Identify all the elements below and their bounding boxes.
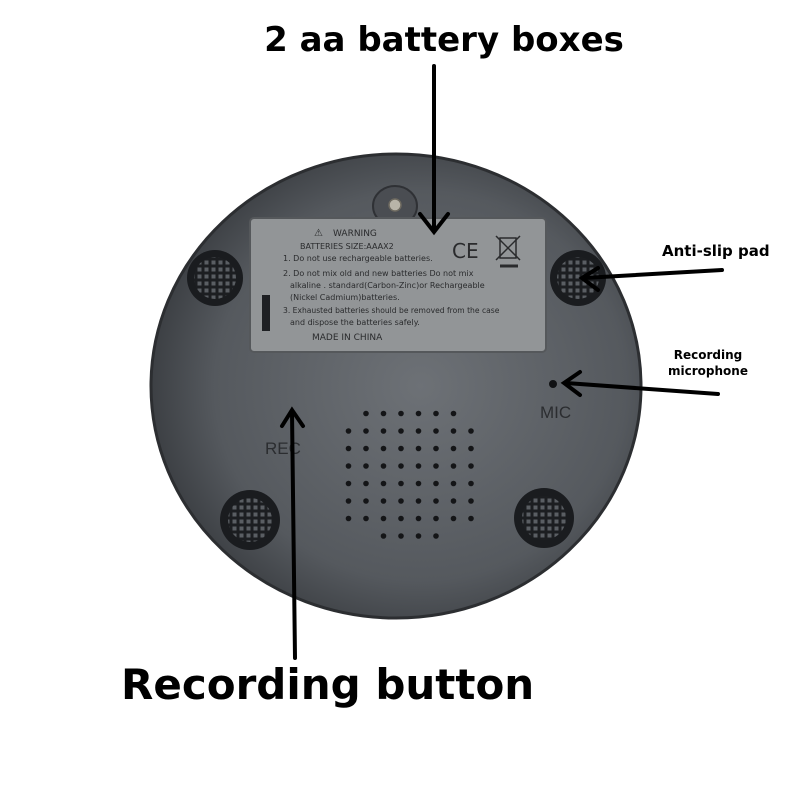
battery-size: BATTERIES SIZE:AAAX2 — [300, 242, 394, 251]
grille-hole — [398, 480, 404, 487]
grille-hole — [433, 445, 439, 452]
warning-line-3: alkaline . standard(Carbon-Zinc)or Recha… — [290, 281, 485, 290]
warning-triangle-icon: ⚠ — [314, 228, 323, 239]
caption-battery-boxes: 2 aa battery boxes — [264, 20, 624, 60]
grille-hole — [415, 428, 422, 434]
grille-hole — [380, 480, 387, 487]
grille-hole — [345, 515, 352, 522]
grille-hole — [450, 463, 457, 469]
caption-recording-button: Recording button — [121, 660, 535, 709]
grille-hole — [398, 445, 404, 452]
grille-hole — [450, 410, 457, 417]
grille-hole — [433, 498, 439, 504]
warning-line-2: 2. Do not mix old and new batteries Do n… — [283, 269, 474, 278]
grille-hole — [415, 410, 422, 417]
grille-hole — [415, 445, 422, 452]
grille-hole — [450, 480, 457, 487]
grille-hole — [468, 428, 474, 434]
weee-bin-icon — [495, 235, 521, 268]
grille-hole — [415, 498, 422, 504]
grille-hole — [398, 515, 404, 522]
grille-hole — [468, 480, 474, 487]
battery-cover — [249, 217, 547, 353]
warning-title: WARNING — [333, 229, 377, 239]
grille-hole — [380, 533, 387, 539]
grille-hole — [433, 533, 439, 539]
grille-hole — [433, 463, 439, 469]
grille-hole — [468, 445, 474, 452]
warning-line-4: (Nickel Cadmium)batteries. — [290, 293, 400, 302]
grille-hole — [468, 515, 474, 522]
mic-hole — [549, 380, 557, 388]
device-rim — [149, 152, 643, 620]
grille-hole — [380, 445, 387, 452]
speaker-grille — [345, 410, 474, 539]
caption-recording-microphone: Recording microphone — [668, 347, 748, 379]
grille-hole — [345, 428, 352, 434]
warning-line-5: 3. Exhausted batteries should be removed… — [283, 306, 500, 315]
battery-cover-latch — [262, 295, 270, 331]
grille-hole — [468, 463, 474, 469]
grille-hole — [345, 445, 352, 452]
grille-hole — [363, 463, 369, 469]
grille-hole — [345, 480, 352, 487]
grille-hole — [398, 533, 404, 539]
grille-hole — [380, 463, 387, 469]
arrow-rec-button-icon — [280, 406, 305, 660]
grille-hole — [450, 428, 457, 434]
ce-mark: CE — [452, 239, 479, 263]
arrow-anti-slip-icon — [578, 266, 724, 292]
grille-hole — [415, 463, 422, 469]
grille-hole — [398, 498, 404, 504]
anti-slip-pads — [187, 250, 606, 550]
grille-hole — [450, 515, 457, 522]
grille-hole — [363, 428, 369, 434]
mic-label: MIC — [540, 403, 571, 422]
warning-line-6: and dispose the batteries safely. — [290, 318, 420, 327]
grille-hole — [363, 445, 369, 452]
grille-hole — [415, 515, 422, 522]
grille-hole — [433, 515, 439, 522]
grille-hole — [363, 515, 369, 522]
grille-hole — [345, 498, 352, 504]
grille-hole — [363, 480, 369, 487]
arrow-mic-icon — [560, 370, 720, 397]
grille-hole — [345, 463, 352, 469]
grille-hole — [380, 428, 387, 434]
grille-hole — [380, 410, 387, 417]
grille-hole — [398, 428, 404, 434]
caption-mic-line-1: Recording — [673, 348, 743, 362]
grille-hole — [433, 428, 439, 434]
caption-mic-line-2: microphone — [668, 364, 748, 378]
rec-label: REC — [265, 439, 301, 458]
caption-anti-slip-pad: Anti-slip pad — [662, 242, 770, 260]
battery-cover-text: WARNING ⚠ BATTERIES SIZE:AAAX2 1. Do not… — [283, 228, 500, 343]
grille-hole — [380, 498, 387, 504]
grille-hole — [433, 480, 439, 487]
arrow-battery-icon — [418, 64, 450, 236]
grille-hole — [398, 463, 404, 469]
grille-hole — [380, 515, 387, 522]
made-in-label: MADE IN CHINA — [312, 333, 383, 343]
grille-hole — [450, 498, 457, 504]
grille-hole — [398, 410, 404, 417]
grille-hole — [450, 445, 457, 452]
grille-hole — [415, 480, 422, 487]
screw-icon — [388, 198, 402, 212]
grille-hole — [363, 410, 369, 417]
grille-hole — [433, 410, 439, 417]
annotation-arrows — [280, 64, 724, 660]
grille-hole — [415, 533, 422, 539]
grille-hole — [363, 498, 369, 504]
warning-line-1: 1. Do not use rechargeable batteries. — [283, 254, 433, 263]
grille-hole — [468, 498, 474, 504]
